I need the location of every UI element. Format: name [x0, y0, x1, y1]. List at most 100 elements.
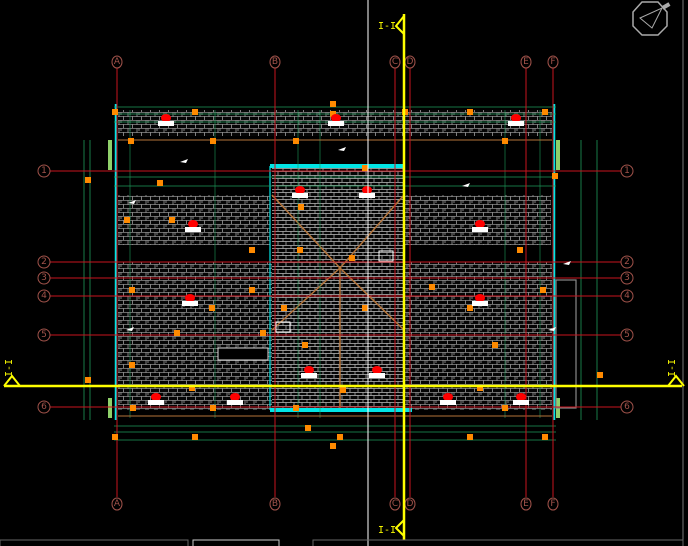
vent-label-box — [369, 373, 385, 378]
marker — [330, 443, 336, 449]
roof-plan — [118, 110, 552, 410]
roof-vent-icon — [304, 366, 314, 374]
marker — [249, 287, 255, 293]
axis-bubble-2 — [620, 255, 634, 269]
marker — [157, 180, 163, 186]
section-arrow-top — [394, 15, 405, 35]
roof-vent-icon — [362, 186, 372, 194]
axis-bubble-3 — [620, 271, 634, 285]
view-compass-icon[interactable] — [632, 1, 671, 36]
marker — [210, 405, 216, 411]
axis-label-C: C — [392, 499, 398, 509]
layout-tab-2[interactable] — [192, 539, 280, 546]
roof-vent-icon — [511, 114, 521, 122]
axis-bubble-6 — [620, 400, 634, 414]
roof-vent-icon — [151, 393, 161, 401]
roof-area-center — [272, 168, 404, 408]
annotation-markers — [85, 101, 603, 449]
vent-label-box — [301, 373, 317, 378]
leader-arrow-icon — [563, 261, 571, 265]
leader-arrow-icon — [462, 183, 470, 187]
axis-label-4: 4 — [624, 291, 630, 301]
vent-label-box — [472, 301, 488, 306]
roof-vent-icon — [331, 114, 341, 122]
leader-arrow-icon — [338, 147, 346, 151]
marker — [209, 305, 215, 311]
marker — [517, 247, 523, 253]
axis-bubble-4 — [620, 289, 634, 303]
axis-label-3: 3 — [41, 273, 47, 283]
marker — [293, 138, 299, 144]
roof-vent-icon — [161, 114, 171, 122]
vent-label-box — [472, 227, 488, 232]
axis-label-2: 2 — [41, 257, 47, 267]
axis-bubble-E — [520, 497, 532, 511]
layout-tab-1[interactable] — [0, 539, 189, 546]
axis-bubble-F — [547, 497, 559, 511]
marker — [542, 434, 548, 440]
marker — [298, 204, 304, 210]
axis-label-D: D — [407, 499, 414, 509]
axis-label-6: 6 — [41, 402, 47, 412]
section-label-right: I-I — [667, 359, 678, 377]
marker — [502, 405, 508, 411]
axis-bubble-A — [111, 497, 123, 511]
axis-label-E: E — [523, 57, 529, 67]
marker — [293, 405, 299, 411]
marker — [130, 405, 136, 411]
roof-vent-icon — [443, 393, 453, 401]
marker — [597, 372, 603, 378]
vent-label-box — [148, 400, 164, 405]
layout-tab-3[interactable] — [312, 539, 684, 546]
axis-label-1: 1 — [41, 166, 47, 176]
axis-bubble-A — [111, 55, 123, 69]
axis-bubble-E — [520, 55, 532, 69]
vent-label-box — [227, 400, 243, 405]
vent-label-box — [508, 121, 524, 126]
marker — [305, 425, 311, 431]
axis-label-B: B — [272, 499, 278, 509]
axis-label-2: 2 — [624, 257, 630, 267]
marker — [128, 138, 134, 144]
hatch-opening — [275, 321, 291, 333]
axis-bubble-6 — [37, 400, 51, 414]
vent-label-box — [182, 301, 198, 306]
leader-arrow-icon — [180, 159, 188, 163]
marker — [249, 247, 255, 253]
marker — [542, 109, 548, 115]
axis-label-3: 3 — [624, 273, 630, 283]
vent-label-box — [440, 400, 456, 405]
axis-bubble-B — [269, 55, 281, 69]
roof-vent-icon — [185, 294, 195, 302]
marker — [362, 305, 368, 311]
vent-label-box — [185, 227, 201, 232]
marker — [492, 342, 498, 348]
axis-bubble-3 — [37, 271, 51, 285]
marker — [337, 434, 343, 440]
roof-vent-icon — [372, 366, 382, 374]
axis-bubble-5 — [37, 328, 51, 342]
leader-arrow-icon — [126, 327, 134, 331]
marker — [112, 109, 118, 115]
roof-vent-icon — [295, 186, 305, 194]
marker — [129, 362, 135, 368]
leader-arrow-icon — [128, 200, 136, 204]
axis-label-B: B — [272, 57, 278, 67]
leader-arrow-icon — [548, 327, 556, 331]
roof-hip-lines — [271, 194, 405, 408]
marker — [477, 385, 483, 391]
section-label-top: I-I — [378, 21, 396, 32]
marker — [85, 377, 91, 383]
axis-bubble-2 — [37, 255, 51, 269]
axis-bubble-1 — [37, 164, 51, 178]
axis-bubble-1 — [620, 164, 634, 178]
axis-label-F: F — [550, 499, 555, 509]
axis-label-A: A — [114, 499, 121, 509]
roof-vent-icon — [188, 220, 198, 228]
marker — [429, 284, 435, 290]
dimension-lines — [83, 106, 598, 441]
marker — [169, 217, 175, 223]
marker — [297, 247, 303, 253]
